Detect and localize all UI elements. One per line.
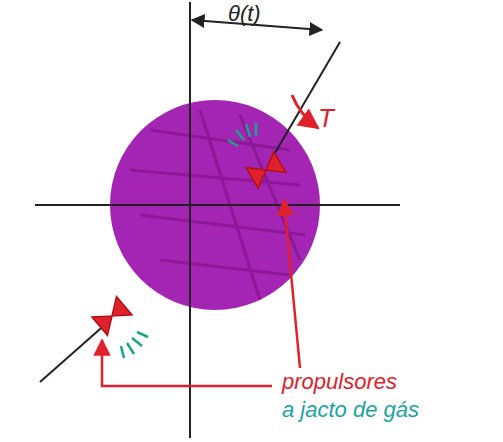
angle-label: θ(t) [228, 2, 261, 26]
reference-line [272, 42, 340, 158]
reference-line [40, 322, 108, 382]
leader-arrow [284, 200, 300, 368]
vertical-axis [189, 2, 191, 438]
torque-label: T [318, 104, 334, 133]
leader-arrow [102, 340, 272, 386]
gas-jet [228, 123, 256, 146]
gas-jet [121, 332, 148, 358]
thruster-label: a jacto de gás [282, 398, 419, 422]
torque-arrow [292, 95, 318, 128]
thruster-label: propulsores [282, 370, 397, 394]
thruster [246, 152, 286, 189]
thruster [92, 297, 132, 336]
horizontal-axis [35, 204, 400, 206]
